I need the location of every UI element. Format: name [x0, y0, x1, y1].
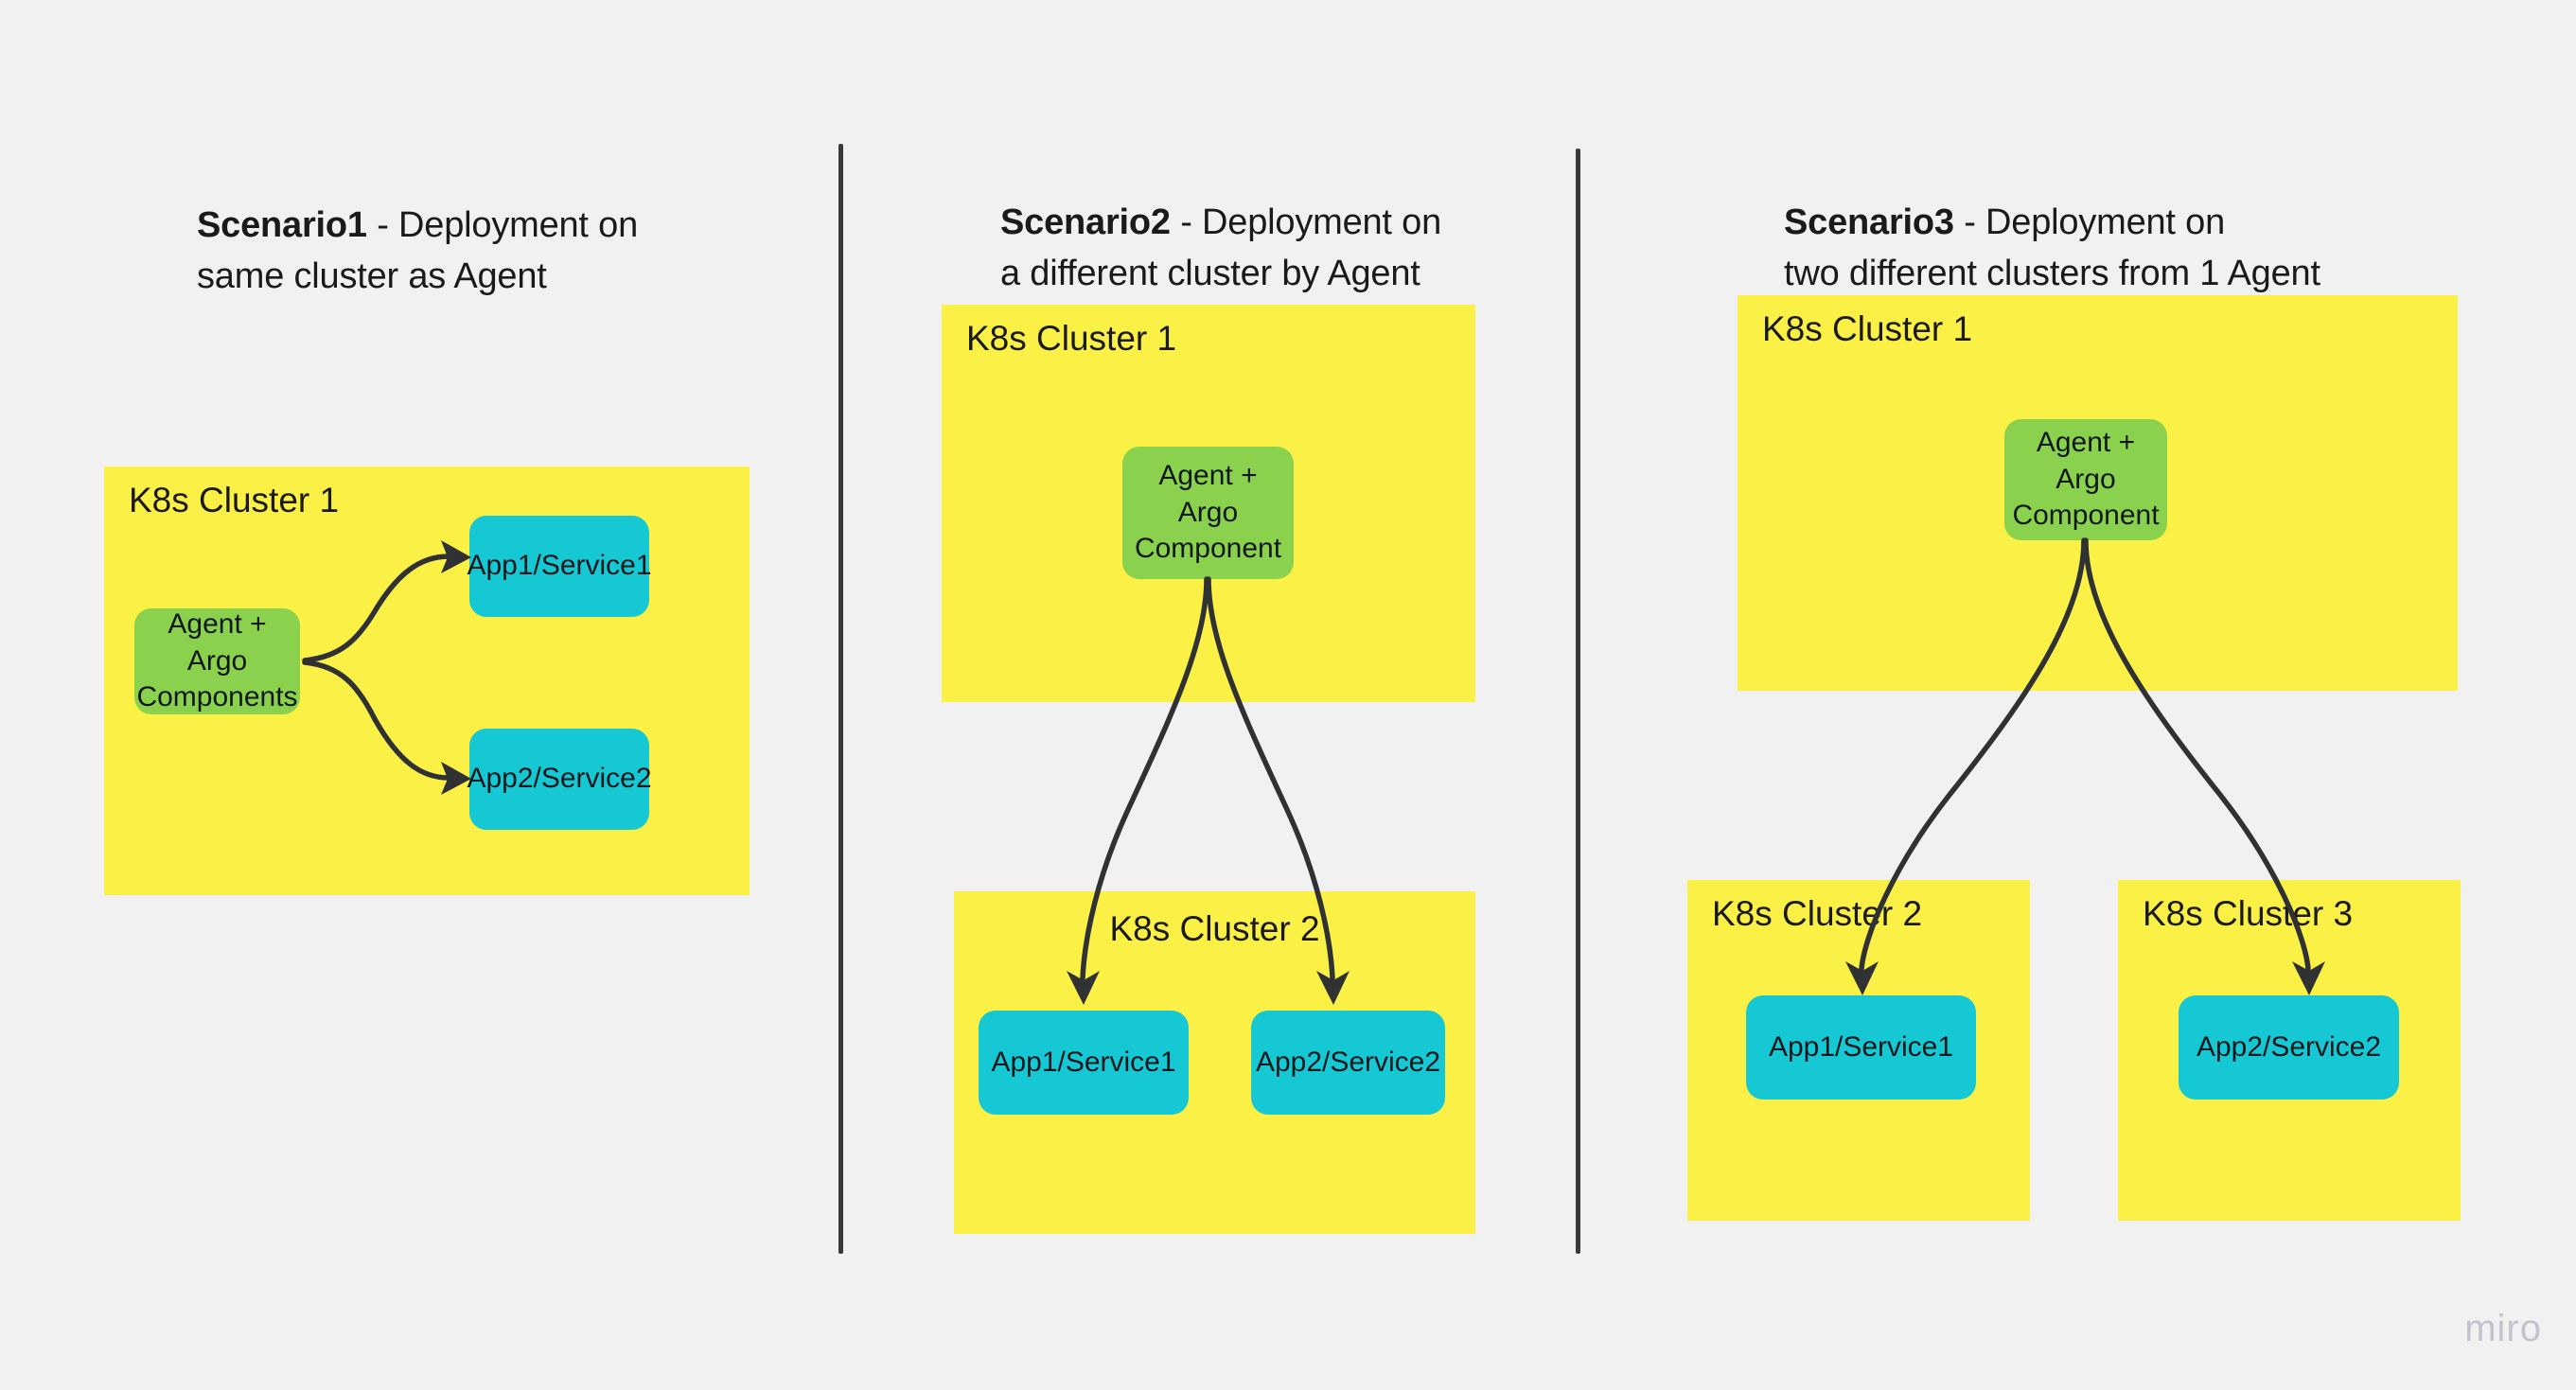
scenario2-title-rest: - Deployment on a different cluster by A… [1000, 202, 1442, 293]
scenario2-title-bold: Scenario2 [1000, 202, 1171, 242]
node-s1-app1[interactable]: App1/Service1 [467, 516, 652, 617]
scenario1-title-rest: - Deployment on same cluster as Agent [197, 204, 639, 296]
node-label-s3-agent: Agent + Argo Component [2012, 427, 2160, 532]
node-s1-agent[interactable]: Agent + Argo Components [134, 608, 300, 714]
node-label-s2-agent: Agent + Argo Component [1134, 460, 1282, 565]
node-s3-app2[interactable]: App2/Service2 [2179, 995, 2399, 1100]
scenario2-heading: Scenario2 - Deployment on a different cl… [1000, 147, 1568, 300]
cluster-label-s2-c1: K8s Cluster 1 [966, 319, 1177, 358]
scenario1-title-bold: Scenario1 [197, 204, 367, 245]
node-label-s1-app1: App1/Service1 [467, 550, 652, 582]
scenario3-title-bold: Scenario3 [1784, 202, 1954, 242]
scenario3-heading: Scenario3 - Deployment on two different … [1784, 147, 2390, 300]
cluster-label-s3-c2: K8s Cluster 2 [1712, 894, 1923, 933]
node-s1-app2[interactable]: App2/Service2 [467, 729, 652, 830]
scenario1-heading: Scenario1 - Deployment on same cluster a… [197, 150, 727, 303]
scenario3-title-rest: - Deployment on two different clusters f… [1784, 202, 2320, 293]
divider-scenario1-scenario2 [838, 144, 843, 1254]
node-label-s1-agent: Agent + Argo Components [136, 608, 298, 713]
node-s2-agent[interactable]: Agent + Argo Component [1122, 447, 1294, 579]
node-label-s1-app2: App2/Service2 [467, 763, 652, 795]
cluster-label-s3-c1: K8s Cluster 1 [1762, 309, 1973, 348]
cluster-label-s1-c1: K8s Cluster 1 [129, 481, 340, 519]
node-label-s2-app2: App2/Service2 [1255, 1046, 1441, 1078]
node-s2-app2[interactable]: App2/Service2 [1251, 1011, 1445, 1115]
node-label-s3-app2: App2/Service2 [2196, 1030, 2382, 1063]
node-label-s3-app1: App1/Service1 [1768, 1030, 1954, 1063]
node-label-s2-app1: App1/Service1 [991, 1046, 1176, 1078]
node-s3-agent[interactable]: Agent + Argo Component [2004, 419, 2167, 540]
miro-watermark: miro [2464, 1308, 2542, 1349]
cluster-label-s3-c3: K8s Cluster 3 [2143, 894, 2354, 933]
node-s3-app1[interactable]: App1/Service1 [1746, 995, 1976, 1100]
node-s2-app1[interactable]: App1/Service1 [979, 1011, 1189, 1115]
cluster-label-s2-c2: K8s Cluster 2 [1109, 909, 1320, 948]
divider-scenario2-scenario3 [1576, 149, 1580, 1254]
